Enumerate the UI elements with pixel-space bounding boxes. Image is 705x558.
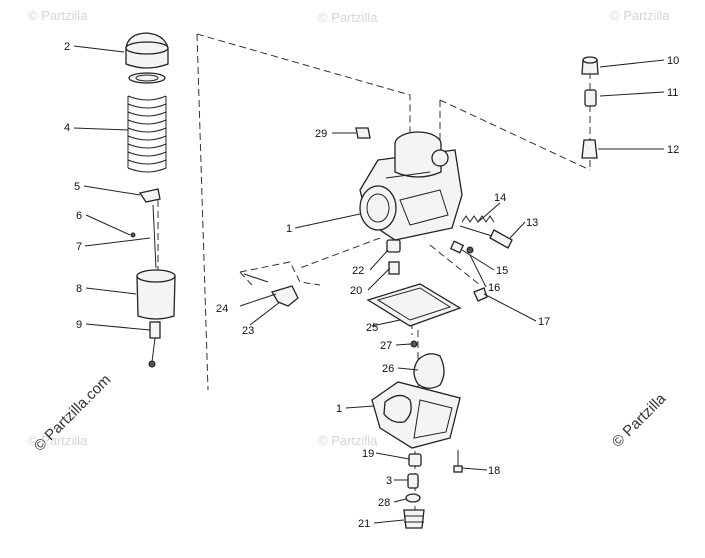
label-10: 10 (667, 55, 679, 67)
label-7: 7 (76, 241, 82, 253)
label-21: 21 (358, 518, 370, 530)
part-jet-holder (386, 239, 401, 275)
part-fittings-right (581, 56, 599, 159)
part-spring (127, 95, 167, 173)
label-12: 12 (667, 144, 679, 156)
label-29: 29 (315, 128, 327, 140)
part-retainer (138, 188, 161, 203)
label-14: 14 (494, 192, 506, 204)
label-26: 26 (382, 363, 394, 375)
brand-right: © Partzilla (609, 390, 670, 451)
part-float (410, 340, 445, 389)
label-28: 28 (378, 497, 390, 509)
part-needle (130, 204, 157, 269)
part-throttle-valve (136, 269, 176, 320)
watermark: © Partzilla (28, 433, 88, 448)
label-18: 18 (488, 465, 500, 477)
part-float-arm (243, 273, 299, 307)
label-5: 5 (74, 181, 80, 193)
part-labels: 2 4 5 6 7 8 9 1 29 10 11 12 14 13 15 16 … (64, 41, 679, 530)
label-4: 4 (64, 122, 70, 134)
part-main-jet (403, 473, 425, 529)
label-9: 9 (76, 319, 82, 331)
leader-lines (73, 45, 665, 524)
part-drain (408, 450, 463, 473)
label-22: 22 (352, 265, 364, 277)
label-16: 16 (488, 282, 500, 294)
label-6: 6 (76, 210, 82, 222)
watermark: © Partzilla (318, 10, 378, 25)
part-cap (125, 32, 169, 84)
label-8: 8 (76, 283, 82, 295)
part-small-bits (449, 240, 474, 254)
label-1-bowl: 1 (336, 403, 342, 415)
label-15: 15 (496, 265, 508, 277)
watermark: © Partzilla (318, 433, 378, 448)
label-25: 25 (366, 322, 378, 334)
watermark: © Partzilla (610, 8, 670, 23)
label-23: 23 (242, 325, 254, 337)
label-20: 20 (350, 285, 362, 297)
label-2: 2 (64, 41, 70, 53)
label-3: 3 (386, 475, 392, 487)
label-27: 27 (380, 340, 392, 352)
label-11: 11 (667, 87, 678, 99)
part-float-pin-screw (473, 287, 488, 302)
part-idle-screw (459, 215, 513, 249)
watermarks: © Partzilla © Partzilla © Partzilla © Pa… (28, 8, 670, 448)
label-24: 24 (216, 303, 228, 315)
part-carburetor-body (359, 131, 463, 241)
label-17: 17 (538, 316, 550, 328)
part-gasket (366, 283, 462, 327)
label-13: 13 (526, 217, 538, 229)
watermark: © Partzilla (28, 8, 88, 23)
part-pilot-screw (355, 127, 371, 139)
label-19: 19 (362, 448, 374, 460)
part-float-bowl (371, 381, 461, 449)
label-1-body: 1 (286, 223, 292, 235)
part-cable-fitting (148, 321, 161, 368)
